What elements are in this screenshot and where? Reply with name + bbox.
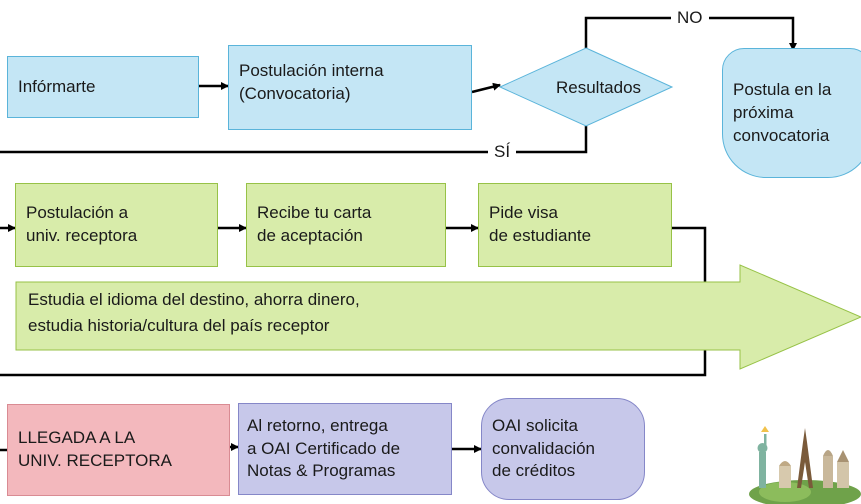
node-postula-line1: Postula en la: [733, 80, 832, 99]
node-retorno-line3: Notas & Programas: [247, 461, 396, 481]
node-visa-line1: Pide visa: [489, 203, 558, 223]
node-informarte: Infórmarte: [7, 56, 199, 118]
node-postulacion-line2: (Convocatoria): [239, 83, 351, 103]
study-arrow-text: Estudia el idioma del destino, ahorra di…: [28, 287, 728, 347]
node-informarte-label: Infórmarte: [18, 76, 96, 96]
node-llegada-line1: LLEGADA A LA: [18, 428, 136, 448]
node-llegada: LLEGADA A LA UNIV. RECEPTORA: [7, 404, 230, 496]
label-si: SÍ: [488, 142, 517, 162]
node-univ-line2: univ. receptora: [26, 226, 138, 245]
node-postulacion-line1: Postulación interna: [239, 61, 384, 80]
node-retorno: Al retorno, entrega a OAI Certificado de…: [238, 403, 452, 495]
node-postula-line2: próxima: [733, 102, 794, 122]
node-carta-line1: Recibe tu carta: [257, 203, 372, 223]
node-univ-line1: Postulación a: [26, 203, 129, 223]
connector-postulacion-resultados: [471, 82, 501, 94]
node-retorno-line2: a OAI Certificado de: [247, 438, 401, 458]
node-oai-line1: OAI solicita: [492, 415, 578, 435]
study-arrow-line2: estudia historia/cultura del país recept…: [28, 316, 330, 336]
node-postula-proxima: Postula en la próxima convocatoria: [722, 48, 861, 178]
node-visa: Pide visa de estudiante: [478, 183, 672, 267]
node-postula-line3: convocatoria: [733, 125, 830, 145]
node-resultados-label: Resultados: [556, 78, 642, 97]
node-carta-line2: de aceptación: [257, 226, 363, 245]
node-visa-line2: de estudiante: [489, 226, 592, 245]
study-arrow-line1: Estudia el idioma del destino, ahorra di…: [28, 290, 360, 309]
node-postulacion-interna: Postulación interna (Convocatoria): [228, 45, 472, 130]
node-llegada-line2: UNIV. RECEPTORA: [18, 451, 172, 470]
node-oai-convalidacion: OAI solicita convalidación de créditos: [481, 398, 645, 500]
label-no: NO: [671, 8, 709, 28]
node-oai-line3: de créditos: [492, 461, 576, 481]
node-carta-aceptacion: Recibe tu carta de aceptación: [246, 183, 446, 267]
landmarks-collage-icon: [749, 426, 861, 504]
node-retorno-line1: Al retorno, entrega: [247, 415, 388, 435]
node-oai-line2: convalidación: [492, 438, 596, 458]
node-univ-receptora: Postulación a univ. receptora: [15, 183, 218, 267]
